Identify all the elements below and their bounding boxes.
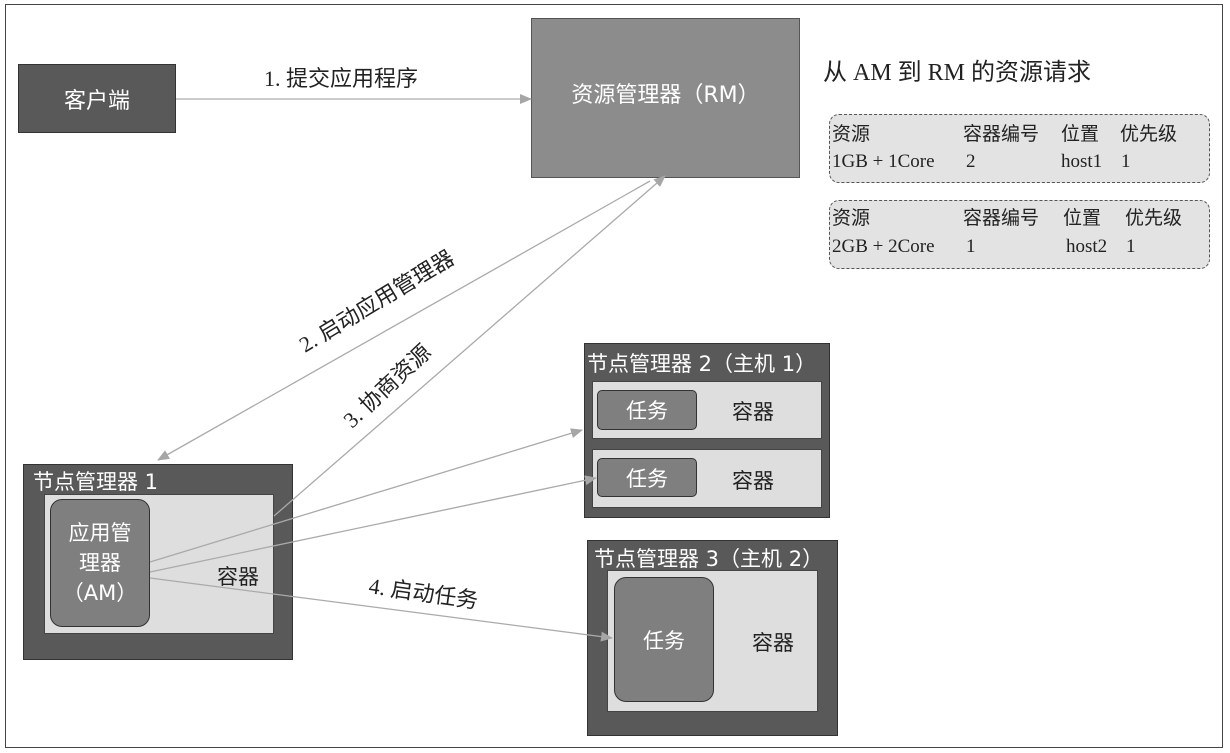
application-master: 应用管 理器 （AM） <box>50 499 150 627</box>
task-label: 任务 <box>626 466 668 491</box>
node-manager-2-title: 节点管理器 2（主机 1） <box>587 352 817 376</box>
launch-task-label: 4. 启动任务 <box>367 573 479 613</box>
header-resource: 资源 <box>832 124 871 145</box>
container-label: 容器 <box>217 565 259 589</box>
request-location: host1 <box>1061 151 1103 172</box>
app-master-label-line3: （AM） <box>62 581 138 605</box>
request-resource: 1GB + 1Core <box>832 151 935 172</box>
header-resource: 资源 <box>832 208 871 229</box>
resource-manager-label: 资源管理器（RM） <box>571 83 760 108</box>
resource-request-1: 资源 容器编号 位置 优先级 1GB + 1Core 2 host1 1 <box>829 114 1210 183</box>
app-master-label-line2: 理器 <box>79 551 121 575</box>
task-label: 任务 <box>626 399 668 423</box>
launch-am-label: 2. 启动应用管理器 <box>295 245 459 357</box>
header-location: 位置 <box>1063 208 1102 229</box>
request-location: host2 <box>1066 236 1108 257</box>
launch-task-arrow-1 <box>149 428 583 563</box>
task-label: 任务 <box>643 628 685 653</box>
request-resource: 2GB + 2Core <box>832 236 935 257</box>
request-priority: 1 <box>1126 236 1136 257</box>
request-container-id: 2 <box>966 151 976 172</box>
container-label: 容器 <box>752 631 794 655</box>
submit-label: 1. 提交应用程序 <box>264 66 418 91</box>
request-container-id: 1 <box>966 236 976 257</box>
header-priority: 优先级 <box>1120 124 1178 145</box>
node-manager-3-title: 节点管理器 3（主机 2） <box>594 547 824 571</box>
task-box: 任务 <box>597 458 697 497</box>
header-location: 位置 <box>1061 124 1100 145</box>
client-box: 客户端 <box>18 64 176 133</box>
task-box: 任务 <box>614 577 714 702</box>
task-box: 任务 <box>597 390 697 430</box>
negotiate-arrow <box>273 175 666 517</box>
negotiate-label: 3. 协商资源 <box>338 339 436 432</box>
container-label: 容器 <box>732 469 774 493</box>
header-priority: 优先级 <box>1125 208 1183 229</box>
client-label: 客户端 <box>63 88 130 114</box>
app-master-label-line1: 应用管 <box>68 521 132 545</box>
request-panel-title: 从 AM 到 RM 的资源请求 <box>823 60 1092 86</box>
launch-am-arrow <box>157 180 651 461</box>
header-container-id: 容器编号 <box>963 208 1040 229</box>
request-priority: 1 <box>1121 151 1131 172</box>
header-container-id: 容器编号 <box>963 124 1040 145</box>
launch-task-arrow-2 <box>149 475 597 573</box>
container-label: 容器 <box>732 400 774 424</box>
launch-task-arrow-3 <box>149 577 613 642</box>
node-manager-1-title: 节点管理器 1 <box>33 470 159 494</box>
resource-request-2: 资源 容器编号 位置 优先级 2GB + 2Core 1 host2 1 <box>829 200 1210 269</box>
diagram-frame <box>5 4 1223 748</box>
